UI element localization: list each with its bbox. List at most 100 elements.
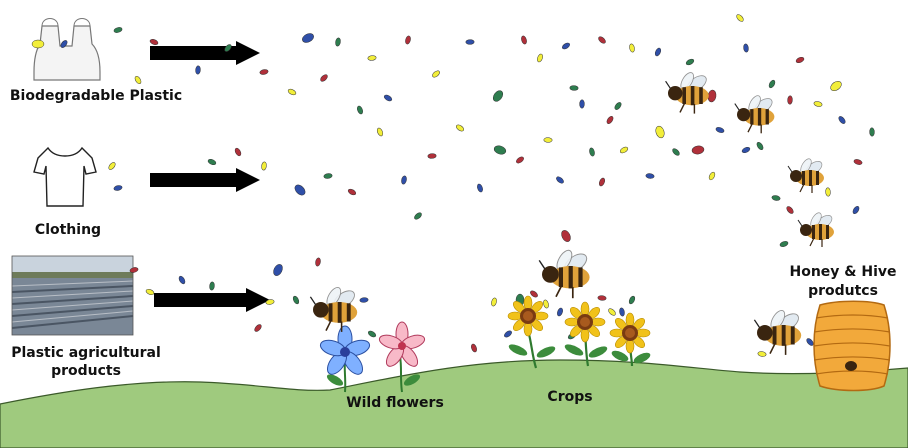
microplastic-particle (580, 100, 585, 108)
microplastic-particle (837, 115, 846, 125)
label-crops: Crops (530, 389, 610, 406)
microplastic-particle (113, 27, 122, 34)
microplastic-particle (536, 53, 543, 63)
microplastic-particle (178, 275, 186, 285)
label-plastic-agricultural-line2: products (6, 363, 166, 380)
label-honey-hive-line1: Honey & Hive (788, 264, 898, 281)
microplastic-particle (324, 173, 333, 179)
microplastic-particle (413, 211, 423, 220)
microplastic-particle (869, 128, 874, 137)
microplastic-particle (383, 94, 393, 102)
microplastic-particle (431, 70, 441, 79)
beehive (814, 301, 890, 390)
agricultural-field-photo (12, 256, 133, 335)
microplastic-particle (561, 42, 571, 51)
microplastic-particle (556, 307, 563, 317)
microplastic-particle (654, 47, 662, 57)
microplastic-particle (293, 183, 307, 197)
microplastic-particles (32, 13, 875, 373)
microplastic-particle (853, 158, 862, 165)
microplastic-particle (597, 35, 606, 44)
bee-icon (735, 94, 775, 134)
arrow-bag (150, 41, 260, 65)
microplastic-particle (113, 185, 122, 192)
microplastic-particle (347, 188, 357, 196)
bee-icon (798, 211, 834, 247)
bee-icon (666, 70, 709, 113)
microplastic-particle (685, 58, 695, 66)
microplastic-particle (209, 282, 215, 291)
microplastic-particle (555, 175, 565, 184)
microplastic-particle (470, 343, 477, 353)
microplastic-particle (428, 153, 437, 158)
microplastic-particle (757, 351, 766, 357)
microplastic-particle (32, 40, 44, 48)
microplastic-particle (529, 290, 539, 299)
microplastic-particle (253, 323, 262, 332)
microplastic-particle (619, 307, 625, 316)
microplastic-particle (491, 89, 505, 103)
microplastic-particle (301, 32, 315, 45)
microplastic-particle (787, 96, 792, 105)
microplastic-particle (356, 105, 364, 115)
microplastic-particle (768, 79, 776, 89)
microplastic-particle (401, 175, 408, 184)
microplastic-particle (735, 13, 744, 22)
microplastic-particle (598, 177, 606, 187)
microplastic-particle (503, 330, 513, 339)
label-clothing: Clothing (20, 222, 116, 239)
microplastic-particle (272, 263, 285, 277)
microplastic-particle (319, 73, 328, 82)
microplastic-particle (614, 101, 623, 111)
microplastic-particle (145, 288, 155, 296)
microplastic-particle (654, 125, 665, 139)
arrow-clothing (150, 168, 260, 192)
microplastic-particle (476, 183, 483, 193)
bee-icon (788, 157, 824, 193)
tshirt-icon (34, 148, 96, 206)
microplastic-particle (261, 162, 267, 171)
microplastic-particle (629, 43, 635, 52)
microplastic-particle (376, 127, 384, 137)
microplastic-particle (813, 101, 822, 108)
microplastic-particle (493, 144, 507, 155)
microplastic-particle (207, 158, 217, 166)
microplastic-particle (785, 205, 794, 214)
microplastic-particle (292, 295, 300, 305)
arrow-agriculture (154, 288, 270, 312)
microplastic-particle (234, 147, 242, 157)
microplastic-particle (195, 66, 201, 75)
microplastic-particle (598, 295, 607, 301)
microplastic-particle (149, 38, 159, 45)
microplastic-particle (543, 299, 550, 308)
microplastic-particle (795, 56, 805, 64)
microplastic-particle (756, 141, 765, 151)
microplastic-particle (466, 40, 474, 45)
microplastic-particle (708, 171, 716, 181)
crops-sunflowers (507, 296, 652, 368)
microplastic-particle (520, 35, 527, 44)
microplastic-particle (741, 146, 751, 154)
bee-icon (754, 308, 801, 355)
microplastic-particle (715, 126, 725, 133)
microplastic-particle (852, 205, 861, 215)
plastic-bag-icon (34, 19, 100, 81)
microplastic-particle (491, 297, 498, 306)
microplastic-particle (405, 35, 412, 44)
microplastic-particle (335, 37, 341, 46)
label-honey-hive-line2: produtcs (788, 283, 898, 300)
microplastic-particle (360, 297, 369, 303)
microplastic-particle (771, 195, 780, 201)
microplastic-particle (515, 156, 525, 165)
microplastic-particle (455, 124, 465, 133)
microplastic-particle (779, 240, 789, 247)
microplastic-particle (825, 188, 830, 197)
bee-icon (539, 248, 590, 298)
microplastic-particle (544, 137, 553, 142)
microplastic-particle (671, 147, 680, 156)
microplastic-particle (107, 161, 116, 171)
microplastic-particle (315, 257, 321, 266)
microplastic-particle (134, 75, 143, 85)
